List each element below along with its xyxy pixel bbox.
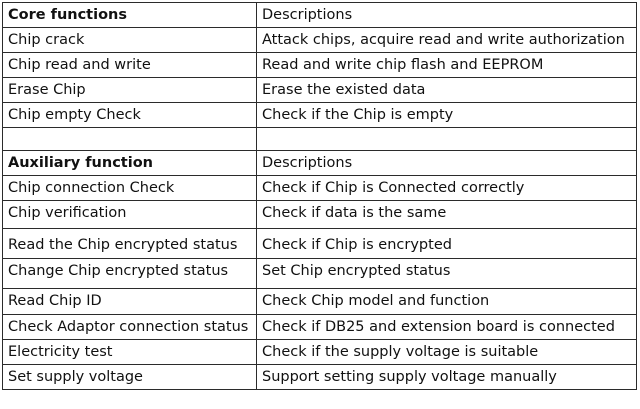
function-name: Chip crack: [3, 28, 257, 52]
function-name: Chip empty Check: [3, 103, 257, 127]
function-name: Chip verification: [3, 201, 257, 228]
table-row: Chip verification Check if data is the s…: [3, 201, 637, 229]
function-description: Check if the Chip is empty: [257, 103, 637, 127]
function-name: Erase Chip: [3, 78, 257, 102]
table-row: Erase Chip Erase the existed data: [3, 78, 637, 103]
function-description: Check if DB25 and extension board is con…: [257, 315, 637, 339]
table-row: Chip connection Check Check if Chip is C…: [3, 176, 637, 201]
table-header-core: Core functions Descriptions: [3, 3, 637, 28]
function-description: Check if Chip is Connected correctly: [257, 176, 637, 200]
function-name: Chip connection Check: [3, 176, 257, 200]
function-name: Electricity test: [3, 340, 257, 364]
function-description: Support setting supply voltage manually: [257, 365, 637, 389]
function-description: Read and write chip flash and EEPROM: [257, 53, 637, 77]
function-name: Set supply voltage: [3, 365, 257, 389]
table-row: Chip read and write Read and write chip …: [3, 53, 637, 78]
function-name: Change Chip encrypted status: [3, 259, 257, 288]
header-descriptions: Descriptions: [257, 151, 637, 175]
function-description: Attack chips, acquire read and write aut…: [257, 28, 637, 52]
table-row: Read the Chip encrypted status Check if …: [3, 229, 637, 259]
table-row: Set supply voltage Support setting suppl…: [3, 365, 637, 390]
table-header-auxiliary: Auxiliary function Descriptions: [3, 151, 637, 176]
function-description: Check if Chip is encrypted: [257, 229, 637, 258]
spacer-cell: [257, 128, 637, 150]
table-row: Check Adaptor connection status Check if…: [3, 315, 637, 340]
table-row: Read Chip ID Check Chip model and functi…: [3, 289, 637, 315]
table-spacer-row: [3, 128, 637, 151]
function-name: Chip read and write: [3, 53, 257, 77]
function-description: Erase the existed data: [257, 78, 637, 102]
table-row: Chip empty Check Check if the Chip is em…: [3, 103, 637, 128]
header-core-functions: Core functions: [3, 3, 257, 27]
table-row: Change Chip encrypted status Set Chip en…: [3, 259, 637, 289]
table-row: Chip crack Attack chips, acquire read an…: [3, 28, 637, 53]
header-auxiliary-function: Auxiliary function: [3, 151, 257, 175]
table-row: Electricity test Check if the supply vol…: [3, 340, 637, 365]
function-description: Check if data is the same: [257, 201, 637, 228]
function-name: Read Chip ID: [3, 289, 257, 314]
function-description: Check Chip model and function: [257, 289, 637, 314]
function-name: Read the Chip encrypted status: [3, 229, 257, 258]
function-description: Set Chip encrypted status: [257, 259, 637, 288]
function-description: Check if the supply voltage is suitable: [257, 340, 637, 364]
function-name: Check Adaptor connection status: [3, 315, 257, 339]
functions-table: Core functions Descriptions Chip crack A…: [2, 2, 637, 390]
spacer-cell: [3, 128, 257, 150]
header-descriptions: Descriptions: [257, 3, 637, 27]
